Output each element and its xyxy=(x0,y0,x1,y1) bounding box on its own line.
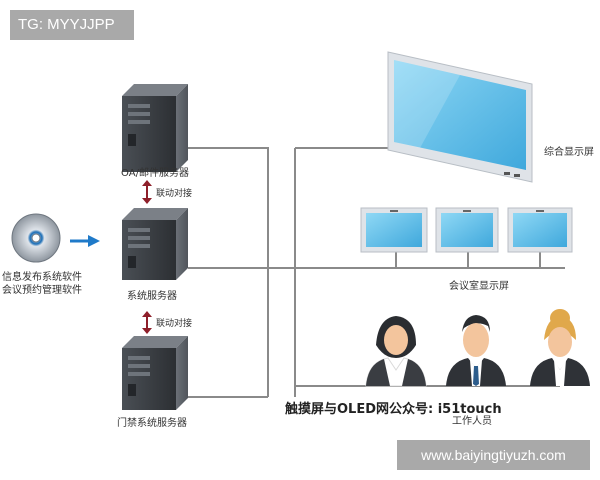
staff-woman-icon xyxy=(365,316,427,387)
staff-man-icon xyxy=(446,315,506,386)
software-cd-icon xyxy=(11,213,61,263)
link-label-bottom: 联动对接 xyxy=(156,319,193,329)
connector-lines xyxy=(188,147,565,398)
staff-label: 工作人员 xyxy=(452,416,492,427)
meeting-screen-1-icon xyxy=(360,207,428,253)
main-display-label: 综合显示屏 xyxy=(544,147,594,158)
link-label-top: 联动对接 xyxy=(156,189,193,199)
software-label-line1: 信息发布系统软件 xyxy=(2,272,82,283)
oa-mail-server-label: OA/邮件服务器 xyxy=(121,168,189,179)
link-arrow-top-icon xyxy=(142,180,152,204)
software-label-line2: 会议预约管理软件 xyxy=(2,285,82,296)
url-footer: www.baiyingtiyuzh.com xyxy=(397,440,590,470)
arrow-right-icon xyxy=(70,235,100,247)
oa-mail-server-icon xyxy=(122,84,188,172)
link-arrow-bottom-icon xyxy=(142,311,152,334)
oa-server-line xyxy=(188,147,269,397)
staff-woman-blonde-icon xyxy=(530,309,590,386)
system-server-icon xyxy=(122,208,188,280)
meeting-screen-3-icon xyxy=(507,207,573,253)
meeting-screen-2-icon xyxy=(435,207,499,253)
overlay-watermark: 触摸屏与OLED网公众号: i51touch xyxy=(285,402,502,417)
access-server-label: 门禁系统服务器 xyxy=(117,418,187,429)
access-server-icon xyxy=(122,336,188,410)
main-display-icon xyxy=(387,51,533,183)
system-server-label: 系统服务器 xyxy=(127,291,177,302)
watermark-tag: TG: MYYJJPP xyxy=(10,10,134,40)
meeting-display-label: 会议室显示屏 xyxy=(449,281,509,292)
